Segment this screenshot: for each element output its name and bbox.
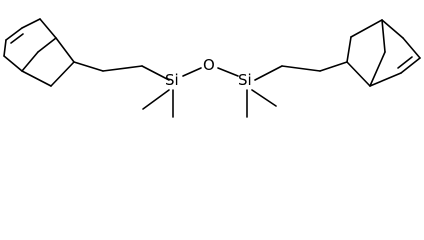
o-si-bond	[217, 67, 239, 77]
bond	[350, 19, 383, 38]
bond	[346, 36, 352, 63]
bond	[21, 51, 39, 72]
right-norbornene-ring	[346, 19, 421, 87]
si-right-label: Si	[238, 71, 252, 89]
bond	[381, 19, 404, 39]
si-right-methyl-bond	[251, 89, 277, 107]
left-norbornene-ring	[3, 18, 75, 87]
si-left-methyl-bond	[142, 89, 170, 110]
bond	[37, 37, 57, 53]
bond	[319, 61, 348, 72]
bond	[141, 65, 170, 81]
bond	[5, 27, 23, 41]
bond	[3, 55, 23, 72]
bond	[73, 61, 104, 72]
bond	[21, 70, 52, 87]
oxygen-label: O	[203, 56, 215, 74]
bond	[369, 51, 386, 87]
bond	[254, 65, 283, 81]
left-ethyl-linker	[73, 61, 170, 81]
bond	[3, 39, 7, 57]
bond	[369, 72, 402, 87]
bond	[281, 65, 321, 72]
bond	[55, 37, 75, 63]
molecule-structure: Si O Si	[3, 18, 421, 118]
si-o-bond	[182, 67, 202, 77]
double-bond-inner	[10, 33, 24, 44]
bond	[102, 65, 143, 72]
bond	[381, 19, 386, 53]
right-ethyl-linker	[254, 61, 348, 81]
double-bond-inner	[397, 56, 413, 69]
bond	[400, 57, 421, 74]
bond	[402, 37, 421, 59]
bond	[346, 61, 371, 87]
bond	[39, 18, 57, 39]
bond	[50, 61, 75, 87]
si-left-label: Si	[165, 71, 179, 89]
bond	[21, 18, 41, 29]
